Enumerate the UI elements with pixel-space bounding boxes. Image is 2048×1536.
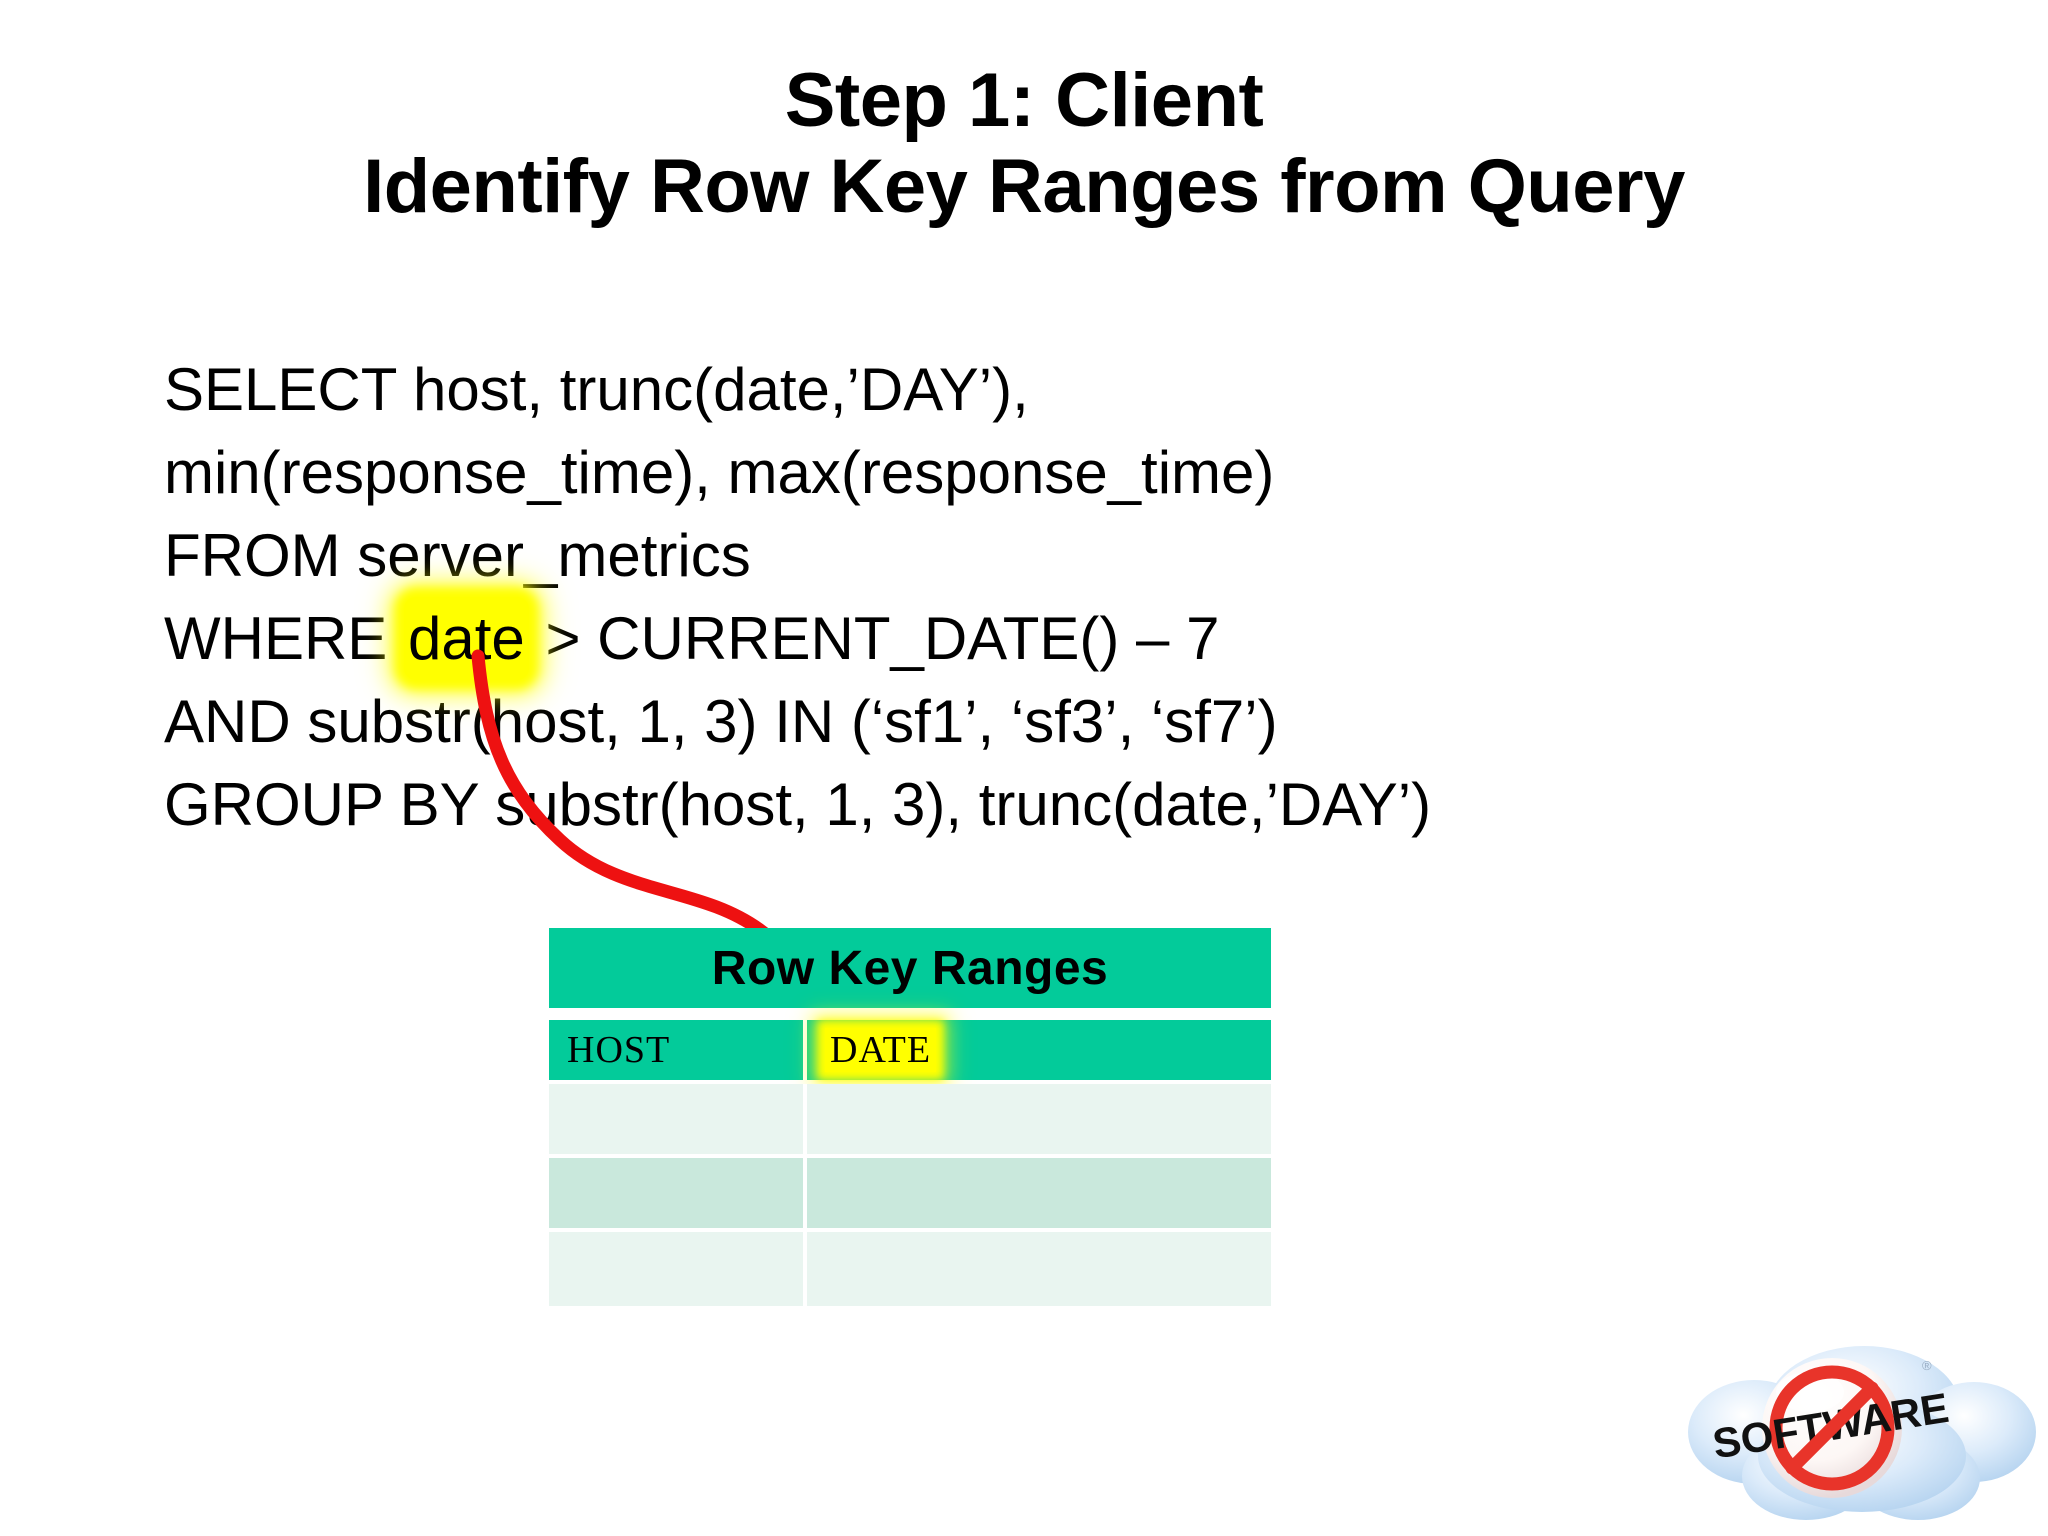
- sql-line-groupby: GROUP BY substr(host, 1, 3), trunc(date,…: [164, 771, 1432, 838]
- table-cell-date: [807, 1232, 1271, 1306]
- prohibition-ring-icon: [1769, 1365, 1895, 1491]
- column-header-host-label: HOST: [567, 1029, 671, 1071]
- sql-line-where: WHERE date > CURRENT_DATE() – 7: [164, 597, 1664, 680]
- page-title: Step 1: Client Identify Row Key Ranges f…: [0, 58, 2048, 230]
- table-header-gap: [549, 1008, 1271, 1020]
- table-row: [549, 1158, 1271, 1232]
- column-header-date-label: DATE: [825, 1028, 937, 1072]
- table-cell-host: [549, 1232, 807, 1306]
- table-cell-host: [549, 1084, 807, 1158]
- table-row: [549, 1232, 1271, 1306]
- table-header-title: Row Key Ranges: [711, 941, 1109, 995]
- column-header-date: DATE: [807, 1020, 1271, 1084]
- sql-line-aggregates: min(response_time), max(response_time): [164, 439, 1275, 506]
- table-cell-host: [549, 1158, 807, 1232]
- sql-date-highlight: date: [404, 597, 529, 680]
- page-title-line-2: Identify Row Key Ranges from Query: [363, 144, 1685, 229]
- sql-line-from: FROM server_metrics: [164, 522, 751, 589]
- sql-where-prefix: WHERE: [164, 605, 404, 672]
- registered-trademark-mark: ®: [1922, 1358, 1932, 1373]
- table-column-header-row: HOST DATE: [549, 1020, 1271, 1084]
- no-software-cloud-logo: SOFTWARE ®: [1688, 1346, 2036, 1520]
- table-cell-date: [807, 1084, 1271, 1158]
- sql-line-select: SELECT host, trunc(date,’DAY’),: [164, 356, 1029, 423]
- prohibition-slash-icon: [1785, 1381, 1879, 1475]
- row-key-ranges-table: Row Key Ranges HOST DATE: [549, 928, 1271, 1306]
- table-header-bar: Row Key Ranges: [549, 928, 1271, 1008]
- column-header-host: HOST: [549, 1020, 807, 1084]
- sql-line-and: AND substr(host, 1, 3) IN (‘sf1’, ‘sf3’,…: [164, 688, 1278, 755]
- table-cell-date: [807, 1158, 1271, 1232]
- sql-query-block: SELECT host, trunc(date,’DAY’), min(resp…: [164, 348, 1664, 846]
- table-row: [549, 1084, 1271, 1158]
- sql-where-suffix: > CURRENT_DATE() – 7: [528, 605, 1220, 672]
- page-title-line-1: Step 1: Client: [784, 58, 1264, 143]
